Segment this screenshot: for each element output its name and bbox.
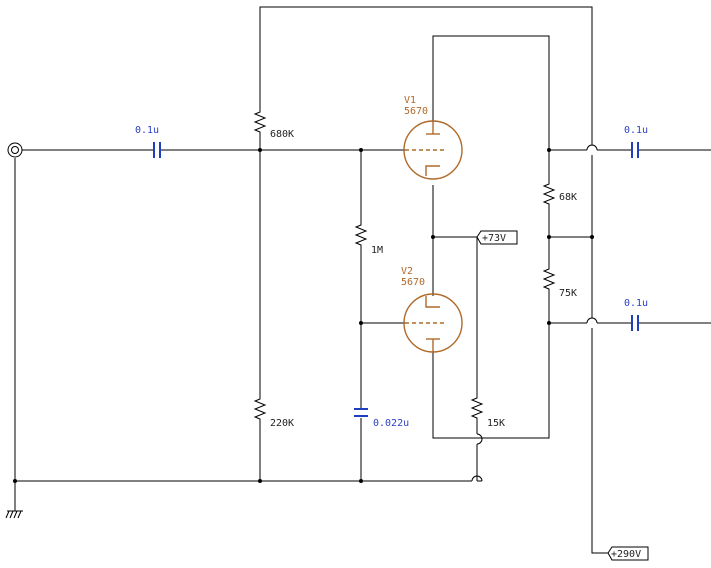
tube-v2[interactable]: V2 5670: [401, 266, 463, 353]
supply-tag-290v[interactable]: +290V: [607, 546, 649, 561]
resistor-15k-label: 15K: [487, 418, 505, 429]
tube-v1-name: V1: [404, 95, 416, 106]
resistor-1m[interactable]: 1M: [354, 222, 383, 256]
capacitor-output-top-label: 0.1u: [624, 125, 648, 136]
junction-dots: [13, 148, 594, 483]
capacitor-input-label: 0.1u: [135, 125, 159, 136]
capacitor-grid[interactable]: 0.022u: [354, 408, 409, 429]
resistor-680k-label: 680K: [270, 129, 294, 140]
capacitor-output-bottom[interactable]: 0.1u: [624, 298, 648, 331]
ground-icon: [5, 510, 23, 519]
supply-tag-290v-label: +290V: [611, 549, 641, 560]
tube-v2-type: 5670: [401, 277, 425, 288]
resistor-220k[interactable]: 220K: [253, 396, 294, 429]
wires: [14, 6, 711, 554]
resistor-68k[interactable]: 68K: [542, 181, 577, 209]
tube-v2-name: V2: [401, 266, 413, 277]
resistor-68k-label: 68K: [559, 192, 577, 203]
capacitor-input[interactable]: 0.1u: [135, 125, 161, 158]
resistor-75k[interactable]: 75K: [542, 266, 577, 299]
input-jack-icon[interactable]: [7, 142, 23, 158]
supply-tag-73v-label: +73V: [482, 233, 506, 244]
capacitor-grid-label: 0.022u: [373, 418, 409, 429]
resistor-15k[interactable]: 15K: [470, 395, 505, 429]
resistor-680k[interactable]: 680K: [253, 109, 294, 140]
tube-v1-type: 5670: [404, 106, 428, 117]
resistor-75k-label: 75K: [559, 288, 577, 299]
capacitor-output-top[interactable]: 0.1u: [624, 125, 648, 158]
supply-tag-73v[interactable]: +73V: [476, 230, 518, 245]
tube-v1[interactable]: V1 5670: [403, 95, 463, 180]
capacitor-output-bottom-label: 0.1u: [624, 298, 648, 309]
resistor-1m-label: 1M: [371, 245, 383, 256]
resistor-220k-label: 220K: [270, 418, 294, 429]
